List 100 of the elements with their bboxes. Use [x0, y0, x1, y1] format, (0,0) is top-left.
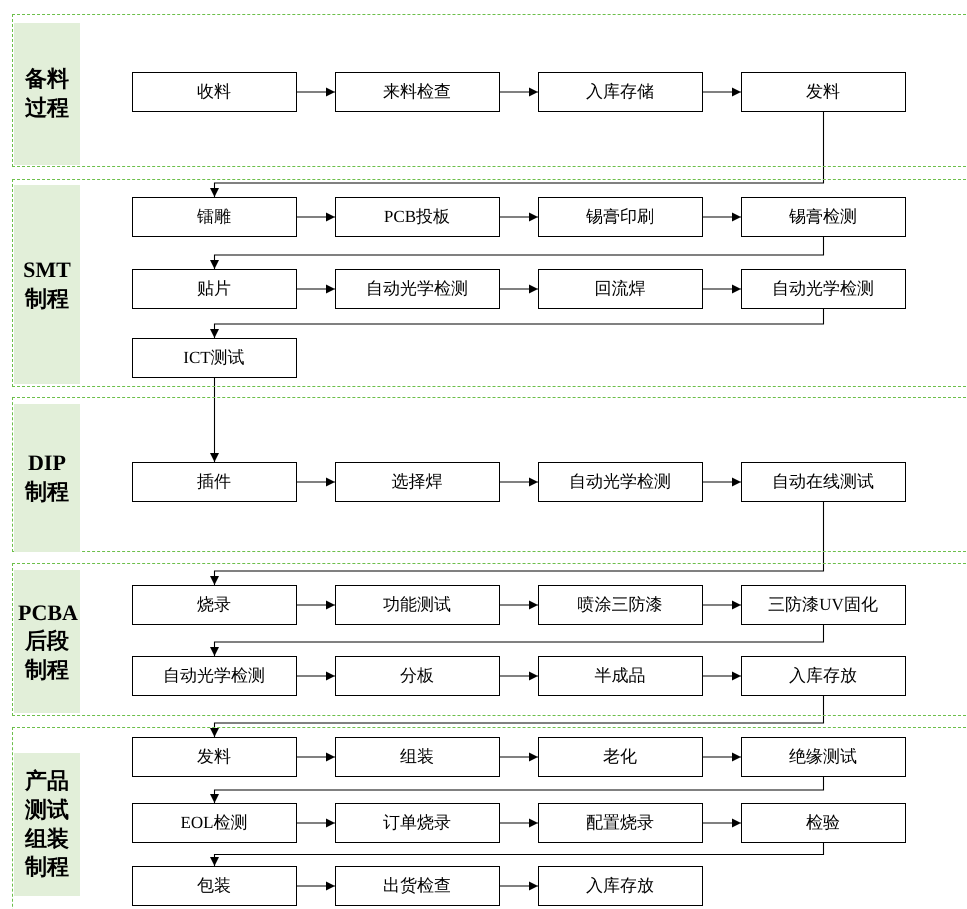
arrow: [500, 818, 538, 828]
process-box: [538, 462, 702, 502]
process-box: [132, 866, 296, 906]
step-label: 配置烧录: [586, 812, 654, 834]
arrow: [500, 882, 538, 890]
step-label: 三防漆UV固化: [768, 594, 878, 616]
step-label: 锡膏检测: [789, 206, 857, 228]
step-label: 收料: [197, 81, 231, 103]
step-label: 入库存放: [586, 875, 654, 897]
arrow: [297, 752, 335, 762]
process-box: [132, 338, 296, 378]
step-label: 自动在线测试: [772, 471, 874, 493]
process-box: [334, 268, 500, 308]
process-box: [132, 656, 296, 696]
swimlane: [12, 14, 967, 167]
step-label: 半成品: [594, 665, 646, 687]
process-box: [538, 802, 702, 842]
step-label: EOL检测: [180, 812, 248, 834]
process-box: [132, 736, 296, 776]
step-label: 喷涂三防漆: [578, 594, 662, 616]
process-box: [538, 866, 702, 906]
step-label: 来料检查: [383, 81, 451, 103]
lane-title: SMT制程: [22, 256, 72, 312]
process-box: [538, 656, 702, 696]
step-label: 锡膏印刷: [586, 206, 654, 228]
process-box: [740, 656, 906, 696]
arrow: [297, 212, 335, 222]
arrow: [210, 378, 219, 462]
step-label: 出货检查: [383, 875, 451, 897]
arrow: [703, 478, 741, 486]
lane-title: 产品测试组装制程: [24, 767, 70, 882]
process-box: [538, 584, 702, 624]
step-label: 自动光学检测: [569, 471, 671, 493]
step-label: 入库存储: [586, 81, 654, 103]
arrow: [297, 478, 335, 486]
step-label: 绝缘测试: [789, 746, 857, 768]
step-label: ICT测试: [183, 347, 245, 369]
process-box: [334, 462, 500, 502]
process-box: [538, 72, 702, 112]
process-box: [740, 72, 906, 112]
step-label: 分板: [400, 665, 434, 687]
step-label: 入库存放: [789, 665, 857, 687]
swimlane: [12, 563, 967, 716]
swimlane: [12, 397, 967, 552]
arrow: [703, 600, 741, 610]
process-box: [740, 196, 906, 236]
step-label: 自动光学检测: [772, 278, 874, 300]
swimlane: [12, 179, 967, 387]
step-label: 发料: [197, 746, 231, 768]
process-box: [132, 196, 296, 236]
arrow: [297, 88, 335, 96]
step-label: 贴片: [197, 278, 231, 300]
step-label: 选择焊: [392, 471, 442, 493]
arrow: [500, 672, 538, 680]
arrow: [297, 600, 335, 610]
process-box: [334, 72, 500, 112]
process-box: [334, 196, 500, 236]
process-box: [334, 656, 500, 696]
lane-title: DIP制程: [24, 449, 70, 506]
arrow: [210, 696, 824, 737]
process-box: [132, 802, 296, 842]
process-box: [740, 584, 906, 624]
process-box: [538, 736, 702, 776]
arrow: [703, 818, 741, 828]
step-label: 镭雕: [197, 206, 231, 228]
arrow: [500, 752, 538, 762]
arrow: [297, 882, 335, 890]
step-label: 老化: [603, 746, 637, 768]
step-label: PCB投板: [384, 206, 450, 228]
lane-title: PCBA后段制程: [18, 598, 76, 684]
arrow: [210, 777, 824, 803]
arrow: [210, 843, 824, 866]
step-label: 功能测试: [383, 594, 451, 616]
step-label: 回流焊: [594, 278, 646, 300]
arrow: [500, 88, 538, 96]
process-box: [334, 802, 500, 842]
process-box: [132, 462, 296, 502]
process-box: [132, 72, 296, 112]
process-box: [334, 866, 500, 906]
process-box: [132, 584, 296, 624]
swimlane: [12, 727, 967, 909]
step-label: 自动光学检测: [163, 665, 265, 687]
arrow: [210, 112, 824, 197]
step-label: 检验: [806, 812, 840, 834]
process-box: [740, 736, 906, 776]
process-box: [334, 584, 500, 624]
arrow: [500, 478, 538, 486]
step-label: 组装: [400, 746, 434, 768]
arrow: [703, 212, 741, 222]
arrow: [210, 502, 824, 585]
process-box: [132, 268, 296, 308]
process-box: [740, 802, 906, 842]
arrow: [703, 672, 741, 680]
arrow: [297, 672, 335, 680]
step-label: 订单烧录: [383, 812, 451, 834]
step-label: 自动光学检测: [366, 278, 468, 300]
step-label: 发料: [806, 81, 840, 103]
process-box: [538, 268, 702, 308]
arrow: [297, 818, 335, 828]
process-box: [334, 736, 500, 776]
